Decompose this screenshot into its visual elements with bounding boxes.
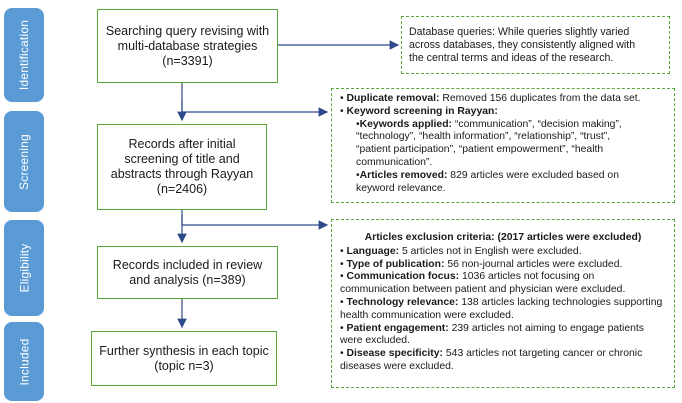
screening-box: Records after initial screening of title…	[97, 124, 267, 210]
language-text: 5 articles not in English were excluded.	[399, 245, 582, 257]
articles-removed-label: Articles removed:	[359, 169, 448, 181]
stage-identification: Identification	[4, 8, 44, 102]
keywords-applied-text2: “technology”, “health information”, “rel…	[356, 131, 611, 143]
screening-line1: Records after initial	[128, 137, 236, 151]
keywords-applied-text3: “patient participation”, “patient empowe…	[356, 144, 604, 156]
arrow-to-screening-note	[181, 101, 329, 117]
exclusion-title: Articles exclusion criteria: (2017 artic…	[364, 232, 642, 243]
stage-eligibility: Eligibility	[4, 220, 44, 316]
identification-count: (n=3391)	[162, 53, 213, 68]
identification-box: Searching query revising with multi-data…	[97, 9, 278, 83]
screening-count: (n=2406)	[156, 182, 208, 196]
disease-specificity-text2: diseases were excluded.	[340, 360, 454, 372]
keywords-applied-text4: communication”.	[356, 156, 433, 168]
eligibility-line1: Records included in review	[112, 257, 263, 272]
patient-engagement-text2: were excluded.	[340, 335, 410, 347]
included-box: Further synthesis in each topic (topic n…	[91, 331, 277, 386]
keywords-applied-text1: “communication”, “decision making”,	[452, 118, 622, 130]
communication-focus-label: Communication focus:	[346, 271, 460, 283]
technology-relevance-label: Technology relevance:	[346, 296, 459, 308]
disease-specificity-label: Disease specificity:	[346, 348, 443, 360]
keywords-applied-item: •Keywords applied: “communication”, “dec…	[340, 119, 666, 170]
database-note-line3: the central terms and ideas of the resea…	[409, 51, 614, 64]
eligibility-line2: and analysis (n=389)	[129, 272, 246, 287]
screening-line2: screening of title and	[124, 152, 240, 166]
patient-engagement-item: • Patient engagement: 239 articles not a…	[340, 323, 666, 349]
patient-engagement-text1: 239 articles not aiming to engage patien…	[448, 322, 644, 334]
communication-focus-text1: 1036 articles not focusing on	[459, 271, 595, 283]
technology-relevance-text1: 138 articles lacking technologies suppor…	[458, 296, 663, 308]
duplicate-removal-item: • Duplicate removal: Removed 156 duplica…	[340, 93, 641, 104]
arrow-to-exclusion-note	[181, 215, 329, 230]
technology-relevance-text2: health communication were excluded.	[340, 309, 514, 321]
patient-engagement-label: Patient engagement:	[346, 322, 449, 334]
identification-line2: multi-database strategies	[117, 38, 258, 53]
communication-focus-item: • Communication focus: 1036 articles not…	[340, 271, 666, 297]
disease-specificity-text1: 543 articles not targeting cancer or chr…	[443, 348, 643, 360]
stage-screening: Screening	[4, 111, 44, 212]
duplicate-removal-label: Duplicate removal:	[346, 93, 440, 104]
keyword-screening-heading: Keyword screening in Rayyan:	[346, 105, 498, 117]
disease-specificity-item: • Disease specificity: 543 articles not …	[340, 348, 666, 374]
keywords-applied-label: Keywords applied:	[359, 118, 453, 130]
communication-focus-text2: communication between patient and physic…	[340, 284, 626, 296]
screening-line3: abstracts through Rayyan	[110, 167, 254, 181]
language-item: • Language: 5 articles not in English we…	[340, 245, 582, 257]
exclusion-note: Articles exclusion criteria: (2017 artic…	[331, 219, 675, 388]
publication-type-item: • Type of publication: 56 non-journal ar…	[340, 258, 623, 270]
database-note-line1: Database queries: While queries slightly…	[409, 26, 630, 38]
keyword-screening-item: • Keyword screening in Rayyan:	[340, 105, 498, 117]
duplicate-removal-text: Removed 156 duplicates from the data set…	[439, 93, 641, 104]
publication-type-text: 56 non-journal articles were excluded.	[444, 258, 623, 270]
included-line2: (topic n=3)	[154, 358, 214, 373]
database-note: Database queries: While queries slightly…	[401, 16, 670, 74]
identification-line1: Searching query revising with	[105, 23, 270, 38]
publication-type-label: Type of publication:	[346, 258, 445, 270]
articles-removed-text1: 829 articles were excluded based on	[447, 169, 619, 181]
articles-removed-item: •Articles removed: 829 articles were exc…	[340, 170, 666, 196]
included-line1: Further synthesis in each topic	[99, 343, 269, 358]
screening-note: • Duplicate removal: Removed 156 duplica…	[331, 88, 675, 203]
stage-included: Included	[4, 322, 44, 401]
database-note-line2: across databases, they consistently alig…	[409, 38, 636, 51]
articles-removed-text2: keyword relevance.	[356, 182, 446, 194]
technology-relevance-item: • Technology relevance: 138 articles lac…	[340, 297, 666, 323]
eligibility-box: Records included in review and analysis …	[97, 246, 278, 299]
language-label: Language:	[346, 245, 400, 257]
